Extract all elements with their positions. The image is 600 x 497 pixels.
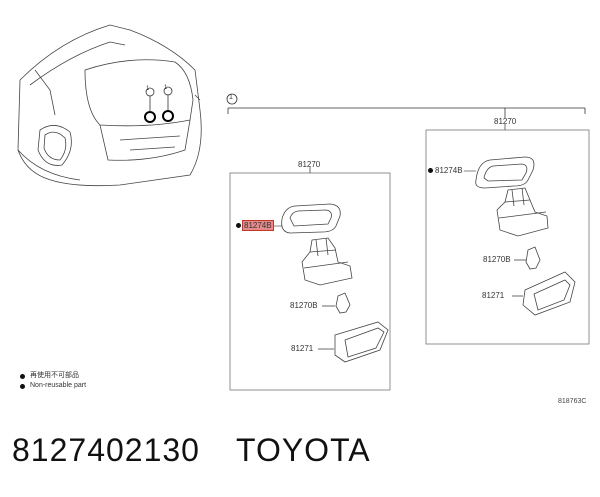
light-marker-right [162, 110, 174, 122]
housing-right-label: 81274B [428, 166, 463, 175]
housing-left-drawing [281, 203, 341, 234]
bracket-ref-label: 1 [229, 94, 233, 101]
brand-name: TOYOTA [235, 432, 371, 468]
lens-right-drawing [512, 271, 576, 316]
footer-caption: 8127402130 TOYOTA [12, 432, 371, 469]
bulb-left-label: 81270B [290, 301, 318, 310]
part-number: 81274B [435, 166, 463, 175]
lens-left-label: 81271 [291, 344, 314, 353]
non-reusable-dot-icon [428, 168, 433, 174]
housing-right-drawing [475, 156, 535, 189]
bracket-ref-circle [226, 93, 238, 105]
legend-row-jp: 再使用不可部品 [20, 371, 86, 381]
socket-right-drawing [496, 187, 549, 237]
bulb-left-drawing [322, 292, 351, 314]
parts-diagram: 1 1 1 81270 81270 81274B 81274B 81270B 8… [17, 24, 590, 405]
part-number-title: 8127402130 [12, 432, 200, 468]
diagram-code: 818763C [558, 398, 587, 405]
housing-left-label[interactable]: 81274B [236, 220, 274, 231]
light-marker-left [144, 111, 156, 123]
right-assembly-box [425, 129, 590, 345]
car-marker-right-label: 1 [164, 85, 168, 91]
bullet-icon [20, 383, 25, 389]
diagram-drawing [17, 24, 590, 391]
non-reusable-dot-icon [236, 223, 241, 229]
car-rear-illustration [17, 24, 202, 187]
car-marker-left-label: 1 [146, 86, 150, 92]
right-box-title: 81270 [494, 117, 517, 126]
lens-right-label: 81271 [482, 291, 505, 300]
bulb-right-drawing [514, 246, 541, 270]
lens-left-drawing [318, 321, 389, 363]
legend: 再使用不可部品 Non-reusable part [20, 371, 86, 391]
bulb-right-label: 81270B [483, 255, 511, 264]
left-box-title: 81270 [298, 160, 321, 169]
socket-left-drawing [301, 237, 353, 286]
highlighted-part-number[interactable]: 81274B [242, 220, 274, 231]
bullet-icon [20, 373, 25, 379]
legend-row-en: Non-reusable part [20, 381, 86, 391]
